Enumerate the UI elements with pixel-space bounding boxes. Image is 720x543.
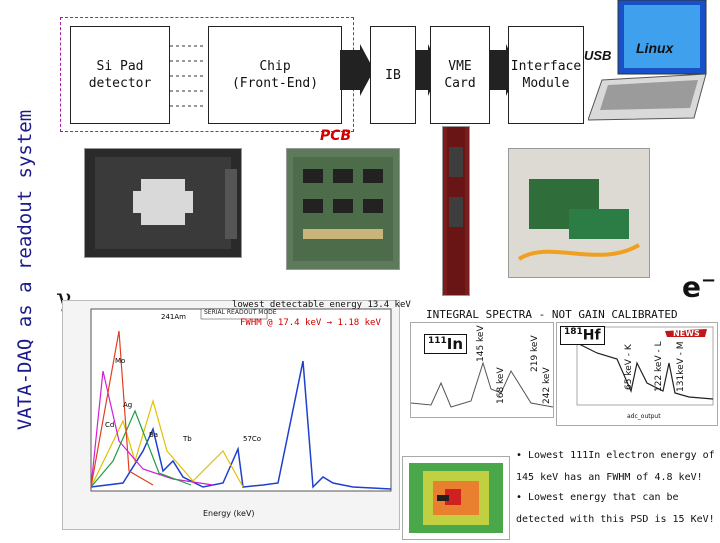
gamma-annotation-fwhm: FWHM @ 17.4 keV → 1.18 keV	[240, 318, 381, 328]
hf-energy-122: 122 keV - L	[654, 341, 664, 392]
in-energy-168: 168 keV	[496, 367, 506, 404]
gamma-peak-co: 57Co	[243, 435, 262, 443]
hf-energy-131: 131keV - M	[676, 341, 686, 393]
in-energy-145: 145 keV	[476, 325, 486, 362]
note-line-2: 145 keV has an FWHM of 4.8 keV!	[516, 472, 703, 483]
si-pad-detector-photo	[84, 148, 242, 258]
vme-card-photo	[442, 126, 470, 296]
note-line-1: • Lowest 111In electron energy of	[516, 450, 715, 461]
si-pad-detector-block: Si Pad detector	[70, 26, 170, 124]
vme-card-block: VME Card	[430, 26, 490, 124]
vertical-title-text: VATA-DAQ as a readout system	[14, 109, 36, 431]
chip-front-end-block: Chip (Front-End)	[208, 26, 342, 124]
electron-superscript: −	[701, 270, 717, 291]
gamma-peak-mo: Mo	[115, 357, 126, 365]
in111-spectrum-svg	[410, 361, 554, 408]
note-line-4: detected with this PSD is 15 KeV!	[516, 514, 715, 525]
hf-energy-65: 65 keV - K	[624, 344, 634, 390]
interface-module-photo	[508, 148, 650, 278]
gamma-peak-am: 241Am	[161, 313, 186, 321]
news-label: NEWS	[673, 329, 700, 338]
gamma-spectrum-panel: SERIAL READOUT MODE Energy (keV) 241Am M…	[62, 300, 400, 530]
interface-module-block: Interface Module	[508, 26, 584, 124]
vertical-title: VATA-DAQ as a readout system	[0, 0, 50, 540]
in-energy-242: 242 keV	[542, 367, 552, 404]
front-end-board-photo	[286, 148, 400, 270]
pixel-map-panel	[402, 456, 510, 540]
ib-block: IB	[370, 26, 416, 124]
in111-label: 111In	[424, 334, 468, 354]
hf181-label: 181Hf	[560, 326, 605, 345]
hf-xlabel: adc_output	[627, 413, 661, 420]
electron-letter: e	[682, 270, 701, 304]
electron-symbol: e−	[682, 270, 716, 303]
gamma-peak-ag: Ag	[123, 401, 133, 409]
gamma-legend-box: SERIAL READOUT MODE	[204, 309, 277, 316]
hf181-mass: 181	[564, 327, 583, 337]
note-line-3: • Lowest energy that can be	[516, 492, 679, 503]
hf181-symbol: Hf	[582, 327, 601, 344]
connection-dots	[170, 36, 206, 116]
gamma-spectrum-svg	[90, 308, 392, 492]
in111-mass: 111	[428, 336, 447, 346]
pixel-map-svg	[409, 463, 503, 533]
in-energy-219: 219 keV	[530, 335, 540, 372]
gamma-peak-ba: Ba	[149, 431, 159, 439]
laptop-label: Linux	[636, 40, 674, 56]
gamma-annotation-energy: lowest detectable energy 13.4 keV	[232, 300, 411, 310]
pcb-label: PCB	[320, 128, 352, 144]
notes-box: • Lowest 111In electron energy of 145 ke…	[512, 444, 718, 538]
laptop-icon	[588, 0, 707, 121]
gamma-peak-cd: Cd	[105, 421, 115, 429]
in111-symbol: In	[446, 335, 464, 353]
usb-label: USB	[584, 48, 612, 63]
gamma-xlabel: Energy (keV)	[203, 509, 255, 518]
gamma-peak-tb: Tb	[183, 435, 192, 443]
electron-spectra-title: INTEGRAL SPECTRA - NOT GAIN CALIBRATED	[426, 308, 678, 321]
